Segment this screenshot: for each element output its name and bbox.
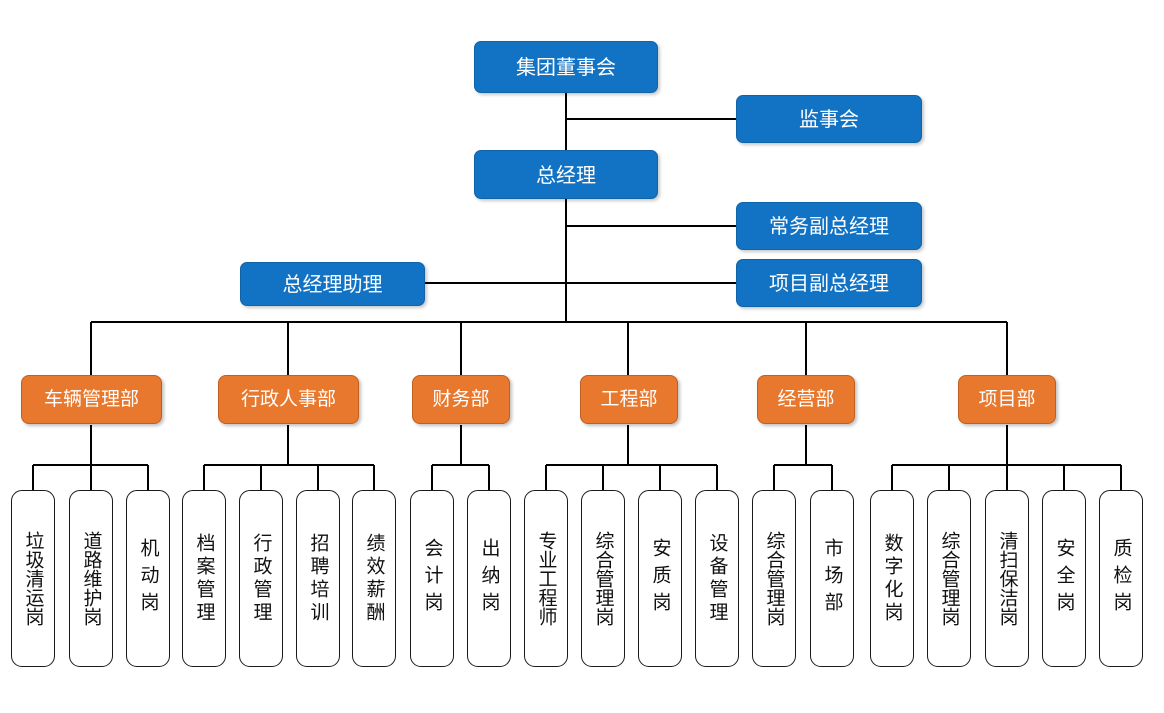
node-department-operations[interactable]: 经营部	[757, 375, 855, 424]
node-department-engineering[interactable]: 工程部	[580, 375, 678, 424]
node-position-engineering-comprehensive-management[interactable]: 综合管理岗	[581, 490, 625, 667]
node-board[interactable]: 集团董事会	[474, 41, 658, 93]
node-position-equipment-management[interactable]: 设备管理	[695, 490, 739, 667]
node-position-safety-quality[interactable]: 安质岗	[638, 490, 682, 667]
node-position-administration[interactable]: 行政管理	[239, 490, 283, 667]
node-supervisory-board[interactable]: 监事会	[736, 95, 922, 143]
node-executive-deputy-gm[interactable]: 常务副总经理	[736, 202, 922, 250]
node-position-digitalization[interactable]: 数字化岗	[870, 490, 914, 667]
node-gm-assistant[interactable]: 总经理助理	[240, 262, 425, 306]
node-position-marketing[interactable]: 市场部	[810, 490, 854, 667]
node-position-mobile-duty[interactable]: 机动岗	[126, 490, 170, 667]
node-position-safety[interactable]: 安全岗	[1042, 490, 1086, 667]
node-department-admin-hr[interactable]: 行政人事部	[218, 375, 359, 424]
node-project-deputy-gm[interactable]: 项目副总经理	[736, 259, 922, 307]
node-position-recruitment-training[interactable]: 招聘培训	[296, 490, 340, 667]
node-position-performance-compensation[interactable]: 绩效薪酬	[352, 490, 396, 667]
node-position-cleaning-sanitation[interactable]: 清扫保洁岗	[985, 490, 1029, 667]
node-position-project-comprehensive-management[interactable]: 综合管理岗	[927, 490, 971, 667]
node-position-operations-comprehensive-management[interactable]: 综合管理岗	[752, 490, 796, 667]
node-department-vehicle-management[interactable]: 车辆管理部	[21, 375, 162, 424]
node-position-road-maintenance[interactable]: 道路维护岗	[69, 490, 113, 667]
node-position-professional-engineer[interactable]: 专业工程师	[524, 490, 568, 667]
node-department-finance[interactable]: 财务部	[412, 375, 510, 424]
node-position-quality-inspection[interactable]: 质检岗	[1099, 490, 1143, 667]
node-general-manager[interactable]: 总经理	[474, 150, 658, 199]
node-department-project[interactable]: 项目部	[958, 375, 1056, 424]
node-position-waste-transport[interactable]: 垃圾清运岗	[11, 490, 55, 667]
node-position-cashier[interactable]: 出纳岗	[467, 490, 511, 667]
node-position-accounting[interactable]: 会计岗	[410, 490, 454, 667]
node-position-archives-management[interactable]: 档案管理	[182, 490, 226, 667]
